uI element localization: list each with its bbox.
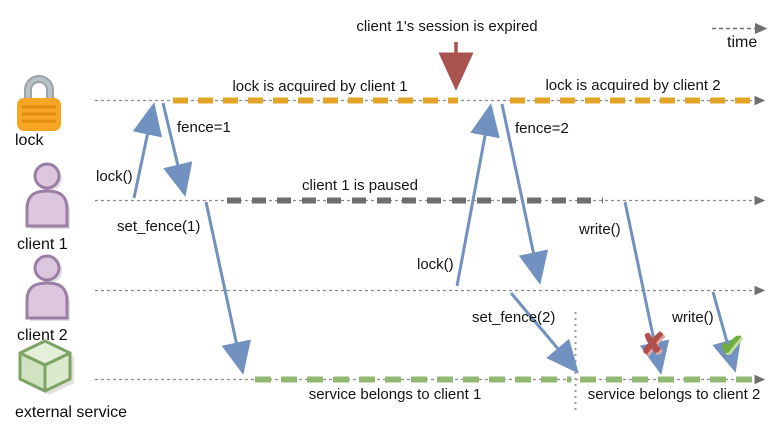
client1-icon: [25, 162, 70, 229]
msg-label-lock1: lock(): [96, 168, 133, 185]
arrow-lock1: [132, 102, 163, 199]
span-label-lock-client2: lock is acquired by client 2: [545, 77, 721, 94]
arrow-fence1: [161, 102, 193, 197]
arrow-fence2: [500, 103, 549, 285]
msg-label-write2: write(): [672, 309, 714, 326]
span-label-lock-client1: lock is acquired by client 1: [232, 78, 408, 95]
msg-label-set-fence1: set_fence(1): [117, 218, 201, 235]
arrow-lock2: [455, 103, 500, 287]
msg-label-fence2: fence=2: [515, 120, 569, 137]
arrow-write1: [623, 201, 670, 375]
lane-label-client1: client 1: [17, 236, 68, 253]
lane-label-lock: lock: [15, 132, 44, 149]
arrow-write2: [711, 291, 742, 373]
client2-icon: [25, 254, 70, 321]
msg-label-lock2: lock(): [417, 256, 454, 273]
span-label-client1-paused: client 1 is paused: [302, 177, 418, 194]
arrow-set-fence2: [509, 292, 579, 374]
write-rejected-x-icon: ✘: [640, 328, 666, 361]
msg-label-write1: write(): [579, 221, 621, 238]
lock-icon: [17, 75, 61, 131]
external-service-icon: [18, 339, 74, 395]
span-label-service-client2: service belongs to client 2: [587, 386, 761, 403]
lane-label-client2: client 2: [17, 327, 68, 344]
msg-label-fence1: fence=1: [177, 119, 231, 136]
msg-label-set-fence2: set_fence(2): [472, 309, 556, 326]
session-expired-note: client 1's session is expired: [356, 18, 538, 35]
write-accepted-check-icon: ✔: [719, 329, 745, 362]
time-axis-label: time: [727, 34, 758, 51]
span-label-service-client1: service belongs to client 1: [308, 386, 482, 403]
lane-label-service: external service: [15, 404, 128, 421]
arrow-set-fence1: [204, 201, 251, 375]
